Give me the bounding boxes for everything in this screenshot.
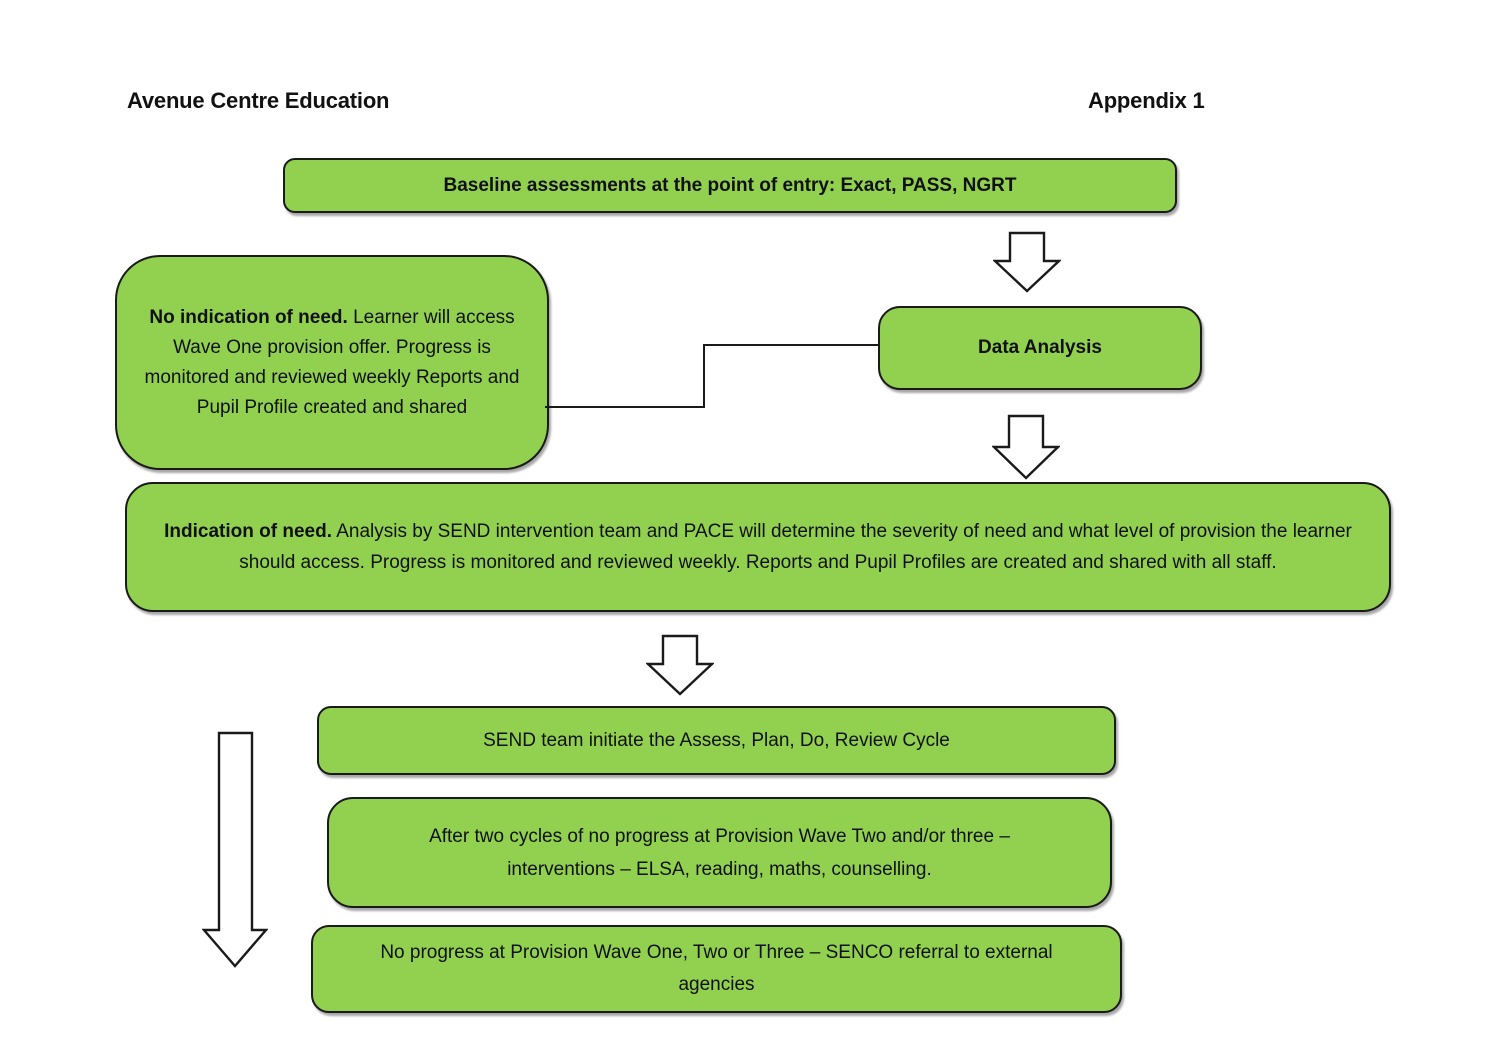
no-indication-bold-lead: No indication of need. xyxy=(149,306,348,328)
after-two-cycles-box: After two cycles of no progress at Provi… xyxy=(327,797,1112,908)
down-arrow-icon xyxy=(646,634,714,696)
connector-line-vertical xyxy=(703,344,705,408)
down-arrow-icon xyxy=(993,231,1061,293)
no-indication-body: Learner will access Wave One provision o… xyxy=(144,306,520,418)
down-arrow-icon xyxy=(992,414,1060,480)
long-down-arrow-icon xyxy=(202,731,268,968)
data-analysis-label: Data Analysis xyxy=(978,337,1102,358)
connector-line-horizontal-lower xyxy=(545,406,705,408)
baseline-assessments-box: Baseline assessments at the point of ent… xyxy=(283,158,1177,213)
no-indication-of-need-box: No indication of need. Learner will acce… xyxy=(115,255,549,470)
indication-body: Analysis by SEND intervention team and P… xyxy=(239,521,1352,573)
no-progress-referral-label: No progress at Provision Wave One, Two o… xyxy=(380,942,1053,995)
indication-of-need-text: Indication of need. Analysis by SEND int… xyxy=(161,516,1355,578)
baseline-assessments-label: Baseline assessments at the point of ent… xyxy=(443,174,1017,196)
send-cycle-label: SEND team initiate the Assess, Plan, Do,… xyxy=(483,729,950,751)
indication-of-need-box: Indication of need. Analysis by SEND int… xyxy=(125,482,1391,612)
send-cycle-box: SEND team initiate the Assess, Plan, Do,… xyxy=(317,706,1116,775)
document-title: Avenue Centre Education xyxy=(127,88,390,113)
appendix-label: Appendix 1 xyxy=(1088,88,1205,113)
no-indication-of-need-text: No indication of need. Learner will acce… xyxy=(143,303,521,423)
data-analysis-box: Data Analysis xyxy=(878,306,1202,390)
after-two-cycles-label: After two cycles of no progress at Provi… xyxy=(429,825,1010,880)
no-progress-referral-box: No progress at Provision Wave One, Two o… xyxy=(311,925,1122,1013)
indication-bold-lead: Indication of need. xyxy=(164,521,332,542)
connector-line-horizontal-upper xyxy=(703,344,879,346)
